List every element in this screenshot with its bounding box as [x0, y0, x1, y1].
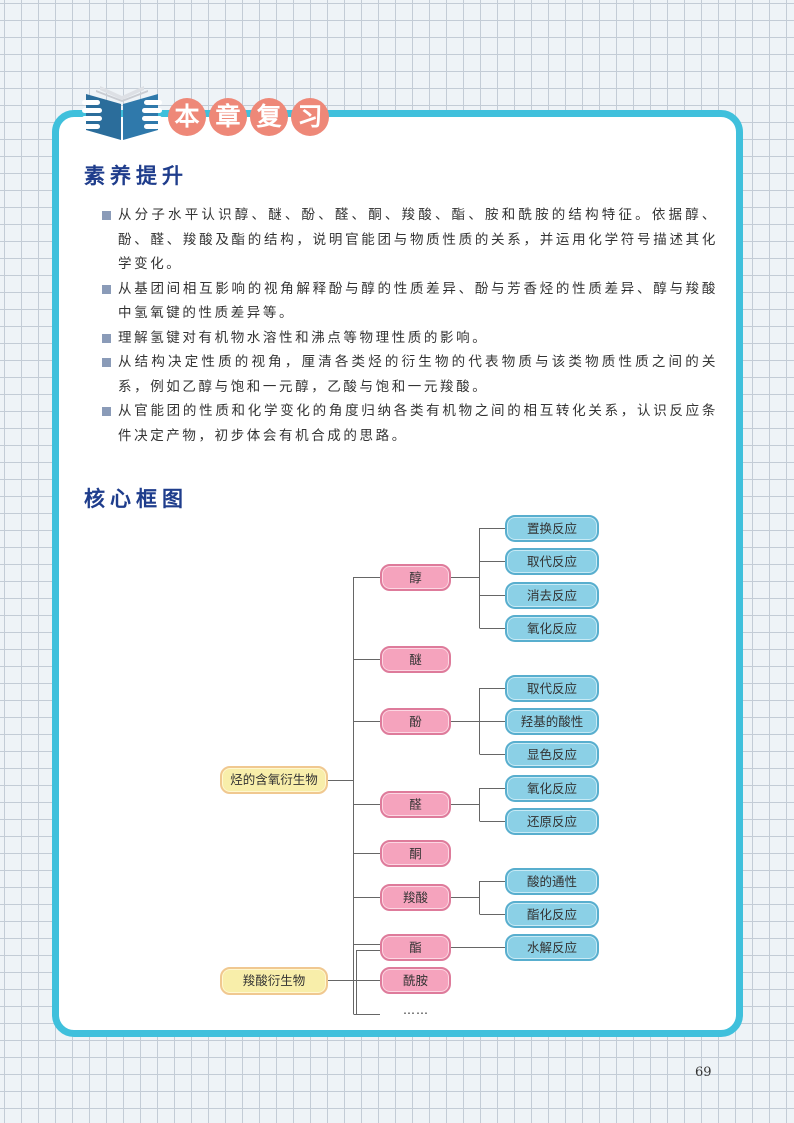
- bullet-item: 从分子水平认识醇、醚、酚、醛、酮、羧酸、酯、胺和酰胺的结构特征。依据醇、酚、醛、…: [102, 203, 718, 277]
- category-node-phenol: 酚: [380, 708, 451, 735]
- banner-char-1: 本: [168, 98, 206, 136]
- section-title-core-diagram: 核心框图: [84, 487, 188, 511]
- square-bullet-icon: [102, 333, 111, 343]
- open-book-icon: [82, 86, 162, 140]
- category-node-aldehyde: 醛: [380, 791, 451, 818]
- section-title-literacy: 素养提升: [84, 164, 188, 188]
- reaction-node: 氧化反应: [505, 615, 599, 642]
- literacy-bullet-list: 从分子水平认识醇、醚、酚、醛、酮、羧酸、酯、胺和酰胺的结构特征。依据醇、酚、醛、…: [102, 203, 718, 448]
- reaction-node: 显色反应: [505, 741, 599, 768]
- reaction-node: 消去反应: [505, 582, 599, 609]
- reaction-node: 置换反应: [505, 515, 599, 542]
- bullet-item: 从基团间相互影响的视角解释酚与醇的性质差异、酚与芳香烃的性质差异、醇与羧酸中氢氧…: [102, 277, 718, 326]
- bullet-item: 从结构决定性质的视角，厘清各类烃的衍生物的代表物质与该类物质性质之间的关系，例如…: [102, 350, 718, 399]
- banner-char-3: 复: [250, 98, 288, 136]
- category-node-ketone: 酮: [380, 840, 451, 867]
- reaction-node: 取代反应: [505, 675, 599, 702]
- reaction-node: 还原反应: [505, 808, 599, 835]
- square-bullet-icon: [102, 358, 111, 367]
- reaction-node: 羟基的酸性: [505, 708, 599, 735]
- category-node-alcohol: 醇: [380, 564, 451, 591]
- reaction-node: 酸的通性: [505, 868, 599, 895]
- bullet-item: 从官能团的性质和化学变化的角度归纳各类有机物之间的相互转化关系，认识反应条件决定…: [102, 399, 718, 448]
- reaction-node: 酯化反应: [505, 901, 599, 928]
- reaction-node: 水解反应: [505, 934, 599, 961]
- category-node-ester: 酯: [380, 934, 451, 961]
- category-node-ether: 醚: [380, 646, 451, 673]
- category-node-carboxylic-acid: 羧酸: [380, 884, 451, 911]
- bullet-item: 理解氢键对有机物水溶性和沸点等物理性质的影响。: [102, 326, 718, 351]
- square-bullet-icon: [102, 211, 111, 220]
- root-node-carboxylic-derivatives: 羧酸衍生物: [220, 967, 328, 995]
- banner-char-4: 习: [291, 98, 329, 136]
- root-node-oxygen-derivatives: 烃的含氧衍生物: [220, 766, 328, 794]
- reaction-node: 氧化反应: [505, 775, 599, 802]
- square-bullet-icon: [102, 284, 111, 294]
- page-number: 69: [695, 1065, 712, 1080]
- square-bullet-icon: [102, 407, 111, 416]
- banner-char-2: 章: [209, 98, 247, 136]
- category-node-amide: 酰胺: [380, 967, 451, 994]
- reaction-node: 取代反应: [505, 548, 599, 575]
